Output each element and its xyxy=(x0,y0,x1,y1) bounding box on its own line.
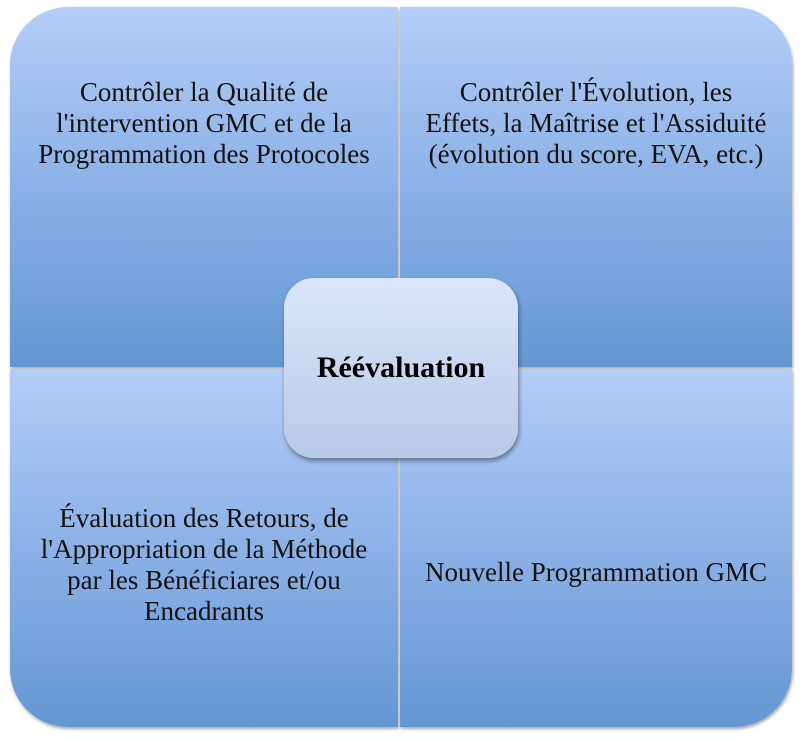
quadrant-text-quality-control: Contrôler la Qualité de l'intervention G… xyxy=(38,77,370,169)
quadrant-text-new-programming: Nouvelle Programmation GMC xyxy=(425,557,767,587)
center-label: Réévaluation xyxy=(316,351,486,384)
quadrant-top-left: Contrôler la Qualité de l'intervention G… xyxy=(10,7,398,367)
quadrant-text-evolution-control: Contrôler l'Évolution, les Effets, la Ma… xyxy=(425,77,767,169)
center-node: Réévaluation xyxy=(284,278,518,458)
quadrant-text-feedback-evaluation: Évaluation des Retours, de l'Appropriati… xyxy=(40,503,368,626)
